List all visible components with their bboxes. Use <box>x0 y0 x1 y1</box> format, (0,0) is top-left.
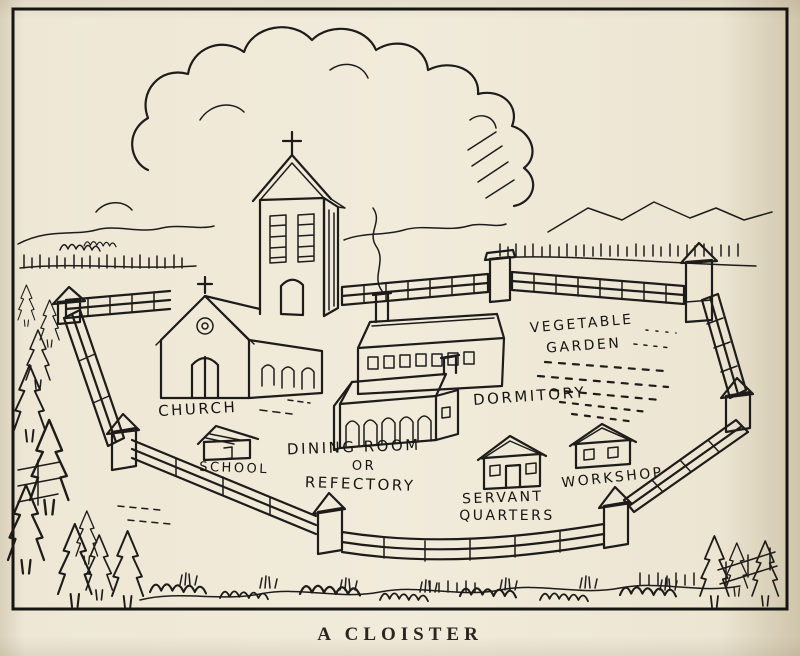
caption: A CLOISTER <box>317 624 483 645</box>
label-church: CHURCH <box>158 398 238 420</box>
smoke-squiggle <box>372 207 383 292</box>
labels: CHURCH SCHOOL DINING ROOM OR REFECTORY D… <box>158 312 665 524</box>
cloud-drawing <box>95 26 535 213</box>
label-or: OR <box>352 459 376 474</box>
label-servant: SERVANT <box>462 489 544 508</box>
courtyard-marks-drawing <box>117 399 311 525</box>
right-fence-rails <box>717 547 778 585</box>
hedge-rows-drawing <box>19 241 757 269</box>
dormitory-drawing <box>356 207 506 396</box>
trees-drawing <box>6 284 780 609</box>
label-dining-room: DINING ROOM <box>287 436 421 459</box>
label-quarters: QUARTERS <box>459 508 555 524</box>
garden-rows-drawing <box>536 329 677 424</box>
illustration-frame <box>11 7 789 611</box>
school-drawing <box>196 424 260 462</box>
label-school: SCHOOL <box>199 460 269 477</box>
label-refectory: REFECTORY <box>305 473 416 495</box>
hills-drawing <box>17 201 773 245</box>
label-vegetable: VEGETABLE <box>529 312 634 337</box>
refectory-drawing <box>332 353 461 452</box>
left-fence-rails <box>17 459 61 506</box>
label-garden: GARDEN <box>546 335 622 356</box>
ground-vegetation-drawing <box>139 547 778 603</box>
workshop-drawing <box>568 422 638 470</box>
servant-quarters-drawing <box>476 434 548 491</box>
perimeter-wall-drawing <box>51 241 755 562</box>
church-drawing <box>155 130 346 400</box>
